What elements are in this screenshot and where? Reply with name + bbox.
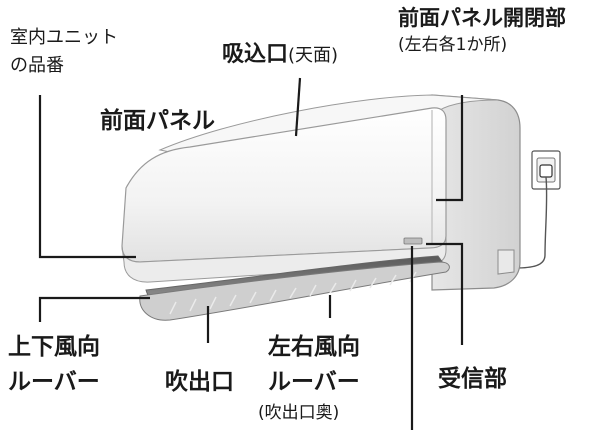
label-model-number-line2: の品番 — [10, 55, 64, 76]
label-horizontal-louver-line1: 左右風向 — [268, 334, 360, 360]
receiver-window — [403, 237, 423, 245]
leader-lines — [38, 77, 464, 430]
label-panel-hinge-main: 前面パネル開閉部 — [398, 6, 566, 30]
label-horizontal-louver-line2: ルーバー — [268, 369, 360, 395]
label-vertical-louver-line2: ルーバー — [8, 369, 100, 395]
label-intake-sub: (天面) — [288, 45, 339, 66]
label-intake: 吸込口(天面) — [222, 42, 338, 67]
indoor-unit-body — [121, 94, 521, 321]
horizontal-louver-fins — [169, 271, 417, 315]
label-vertical-louver-line1: 上下風向 — [8, 334, 100, 360]
leader-panel-hinge — [436, 95, 464, 202]
leader-model-number — [38, 95, 136, 259]
wall-outlet — [514, 150, 561, 269]
label-outlet: 吹出口 — [165, 369, 234, 395]
label-horizontal-louver-sub: (吹出口奥) — [258, 403, 340, 423]
label-front-panel: 前面パネル — [100, 108, 215, 134]
label-receiver: 受信部 — [438, 366, 507, 392]
label-intake-main: 吸込口 — [222, 42, 289, 67]
leader-intake — [294, 77, 302, 137]
label-panel-hinge-sub: (左右各1か所) — [398, 35, 508, 55]
label-model-number-line1: 室内ユニット — [10, 27, 118, 48]
leader-vertical-louver — [38, 296, 150, 322]
leader-receiver — [426, 242, 464, 345]
